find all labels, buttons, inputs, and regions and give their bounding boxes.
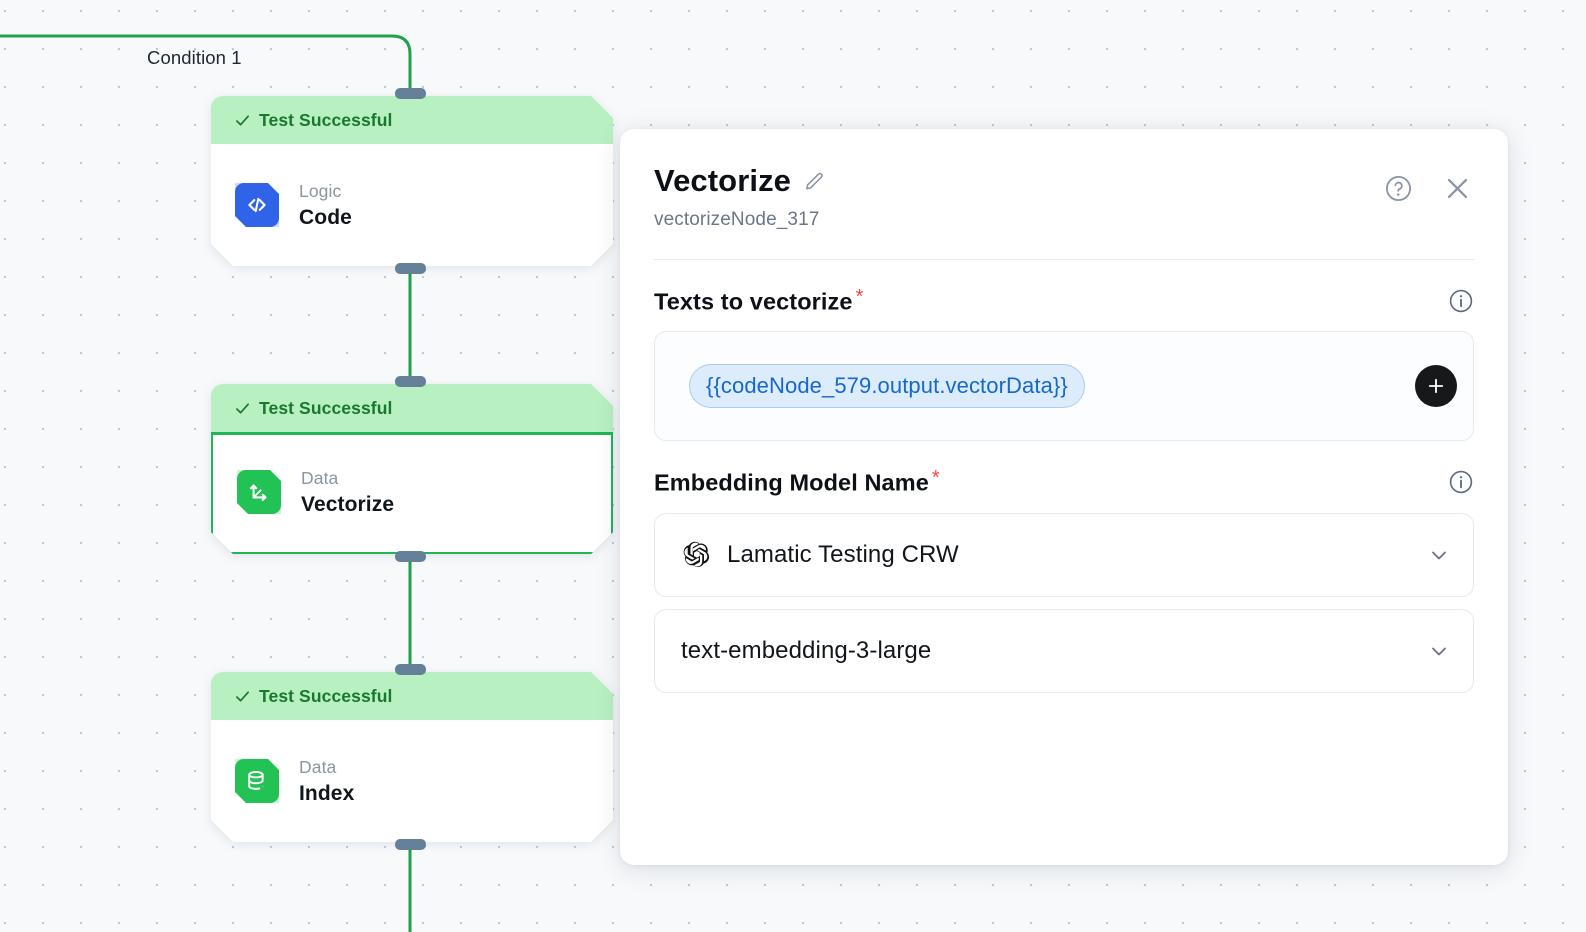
workflow-node-code[interactable]: Test Successful Logic Code bbox=[211, 96, 613, 266]
node-category-label: Logic bbox=[299, 180, 342, 201]
code-brackets-glyph bbox=[244, 192, 270, 218]
field-label: Embedding Model Name bbox=[654, 469, 929, 496]
node-title-label: Index bbox=[299, 781, 355, 805]
node-status-banner-vectorize: Test Successful bbox=[211, 384, 613, 432]
node-body-index[interactable]: Data Index bbox=[211, 720, 613, 842]
vector-axes-icon bbox=[237, 470, 281, 514]
panel-node-id: vectorizeNode_317 bbox=[654, 209, 820, 230]
field-texts-to-vectorize: Texts to vectorize* {{codeNode_579.outpu… bbox=[654, 286, 1474, 442]
workflow-node-vectorize[interactable]: Test Successful Data Vectorize bbox=[211, 384, 613, 554]
plus-icon bbox=[1428, 379, 1444, 394]
field-label: Texts to vectorize bbox=[654, 288, 853, 315]
field-label-row: Texts to vectorize* bbox=[654, 286, 1474, 315]
node-handle-index-top[interactable] bbox=[395, 664, 426, 675]
panel-divider bbox=[654, 259, 1474, 260]
node-body-vectorize[interactable]: Data Vectorize bbox=[211, 432, 613, 554]
node-category-label: Data bbox=[301, 467, 339, 488]
node-title-label: Vectorize bbox=[301, 492, 395, 516]
edge-label-condition-1: Condition 1 bbox=[147, 47, 242, 68]
node-body-code[interactable]: Logic Code bbox=[211, 144, 613, 266]
required-marker: * bbox=[931, 467, 940, 490]
node-handle-code-top[interactable] bbox=[395, 88, 426, 99]
panel-header: Vectorize vectorizeNode_317 bbox=[620, 129, 1508, 231]
node-title-label: Code bbox=[299, 205, 352, 229]
vector-axes-glyph bbox=[246, 479, 272, 505]
code-brackets-icon bbox=[235, 183, 279, 227]
model-value: text-embedding-3-large bbox=[681, 636, 932, 664]
field-label-row: Embedding Model Name* bbox=[654, 467, 1474, 496]
texts-to-vectorize-input[interactable]: {{codeNode_579.output.vectorData}} bbox=[654, 331, 1474, 442]
field-embedding-model-name: Embedding Model Name* Lamatic Testing CR… bbox=[654, 467, 1474, 693]
add-text-button[interactable] bbox=[1415, 365, 1457, 408]
credential-value: Lamatic Testing CRW bbox=[727, 540, 959, 568]
panel-title-row: Vectorize bbox=[654, 163, 1468, 199]
credential-select[interactable]: Lamatic Testing CRW bbox=[654, 512, 1474, 597]
pencil-icon[interactable] bbox=[803, 170, 826, 193]
info-icon[interactable] bbox=[1448, 288, 1474, 314]
chevron-down-icon[interactable] bbox=[1427, 639, 1451, 663]
node-handle-vectorize-top[interactable] bbox=[395, 376, 426, 387]
database-bolt-icon bbox=[235, 759, 279, 803]
page-title: Vectorize bbox=[654, 163, 792, 198]
node-status-text: Test Successful bbox=[259, 397, 393, 418]
openai-icon bbox=[683, 541, 710, 567]
panel-form: Texts to vectorize* {{codeNode_579.outpu… bbox=[620, 286, 1508, 693]
panel-actions bbox=[1384, 174, 1472, 203]
close-icon[interactable] bbox=[1443, 174, 1472, 203]
node-status-banner-index: Test Successful bbox=[211, 672, 613, 720]
node-handle-vectorize-bottom[interactable] bbox=[395, 551, 426, 562]
info-icon[interactable] bbox=[1448, 469, 1474, 495]
check-icon bbox=[235, 113, 250, 128]
field-label-wrap: Embedding Model Name* bbox=[654, 467, 940, 496]
workflow-node-index[interactable]: Test Successful Data Index bbox=[211, 672, 613, 842]
variable-token-chip[interactable]: {{codeNode_579.output.vectorData}} bbox=[689, 364, 1085, 409]
check-icon bbox=[235, 401, 250, 416]
node-handle-code-bottom[interactable] bbox=[395, 263, 426, 274]
help-circle-icon[interactable] bbox=[1384, 174, 1413, 203]
node-handle-index-bottom[interactable] bbox=[395, 839, 426, 850]
node-status-text: Test Successful bbox=[259, 109, 393, 130]
check-icon bbox=[235, 689, 250, 704]
node-config-panel[interactable]: Vectorize vectorizeNode_317 Texts to vec… bbox=[620, 129, 1508, 865]
field-label-wrap: Texts to vectorize* bbox=[654, 286, 863, 315]
node-category-label: Data bbox=[299, 756, 337, 777]
model-select[interactable]: text-embedding-3-large bbox=[654, 608, 1474, 693]
database-bolt-glyph bbox=[244, 768, 270, 794]
chevron-down-icon[interactable] bbox=[1427, 543, 1451, 567]
node-status-banner-code: Test Successful bbox=[211, 96, 613, 144]
node-status-text: Test Successful bbox=[259, 685, 393, 706]
required-marker: * bbox=[855, 286, 864, 308]
